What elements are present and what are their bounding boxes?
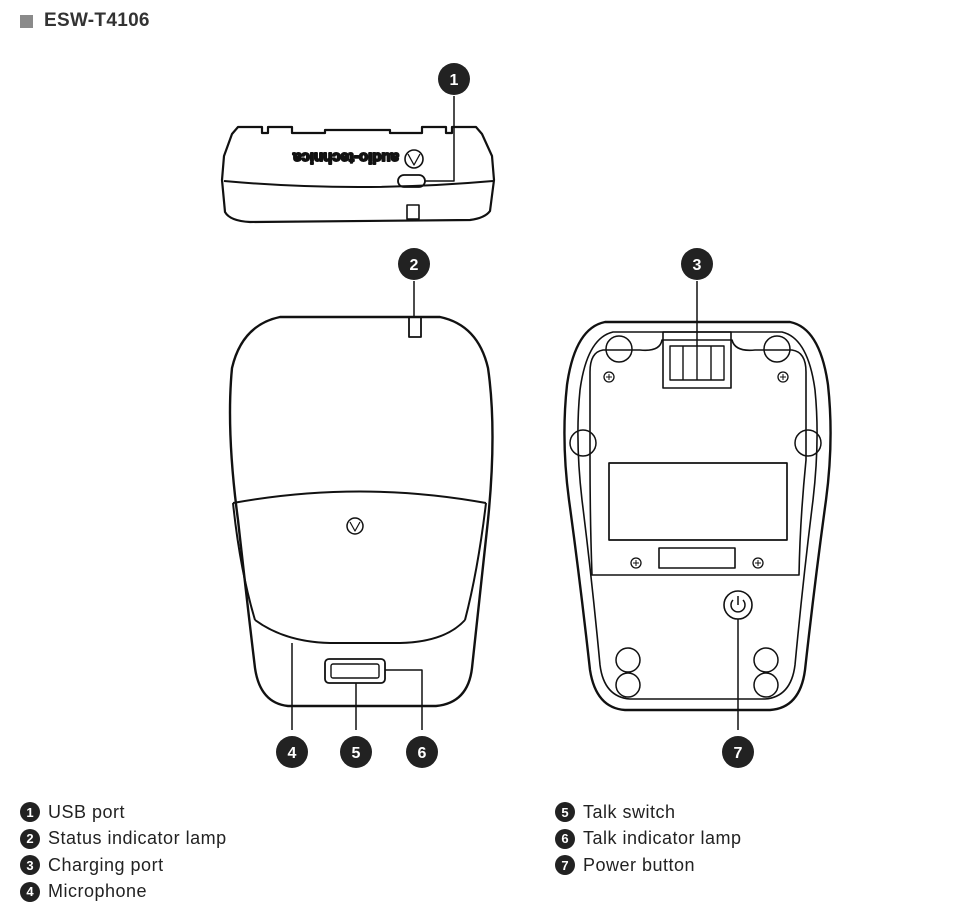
screw-marks xyxy=(606,374,786,566)
legend-label: Charging port xyxy=(48,854,164,875)
legend-item: 3 Charging port xyxy=(20,852,227,879)
callout-6: 6 xyxy=(406,736,438,768)
device-bottom-view xyxy=(563,320,832,712)
legend-item: 1 USB port xyxy=(20,799,227,826)
page-title: ESW-T4106 xyxy=(44,10,150,31)
legend-item: 6 Talk indicator lamp xyxy=(555,826,742,853)
legend-number: 2 xyxy=(20,828,40,849)
svg-text:4: 4 xyxy=(288,745,297,762)
legend-label: Talk indicator lamp xyxy=(583,828,742,849)
svg-text:7: 7 xyxy=(734,745,743,762)
callout-5: 5 xyxy=(340,736,372,768)
device-diagram: audio-technica xyxy=(220,63,832,768)
legend-item: 5 Talk switch xyxy=(555,799,742,826)
svg-text:2: 2 xyxy=(410,257,419,274)
callout-7: 7 xyxy=(722,736,754,768)
callout-2: 2 xyxy=(398,248,430,280)
legend-item: 4 Microphone xyxy=(20,879,227,906)
legend-left: 1 USB port 2 Status indicator lamp 3 Chargi… xyxy=(20,799,227,905)
legend-number: 3 xyxy=(20,855,40,876)
device-front-view xyxy=(228,315,494,708)
legend-label: USB port xyxy=(48,801,126,822)
legend-item: 2 Status indicator lamp xyxy=(20,826,227,853)
svg-text:5: 5 xyxy=(352,745,361,762)
legend-number: 6 xyxy=(555,828,575,849)
title-square-icon xyxy=(20,14,33,28)
svg-text:1: 1 xyxy=(450,72,459,89)
svg-text:3: 3 xyxy=(693,257,702,274)
legend-number: 4 xyxy=(20,881,40,902)
legend-number: 1 xyxy=(20,802,40,823)
title-block: ESW-T4106 xyxy=(20,10,150,32)
callout-4: 4 xyxy=(276,736,308,768)
brand-logo-text: audio-technica xyxy=(292,149,399,166)
callout-1: 1 xyxy=(438,63,470,95)
leader-lines xyxy=(291,96,739,730)
callout-3: 3 xyxy=(681,248,713,280)
legend-label: Power button xyxy=(583,854,696,875)
legend-right: 5 Talk switch 6 Talk indicator lamp 7 Power… xyxy=(555,799,742,879)
legend-label: Talk switch xyxy=(583,801,676,822)
legend-number: 7 xyxy=(555,855,575,876)
svg-text:6: 6 xyxy=(418,745,427,762)
device-top-view xyxy=(220,125,496,224)
legend-label: Microphone xyxy=(48,881,148,902)
legend-number: 5 xyxy=(555,802,575,823)
legend-item: 7 Power button xyxy=(555,852,742,879)
legend-label: Status indicator lamp xyxy=(48,828,227,849)
